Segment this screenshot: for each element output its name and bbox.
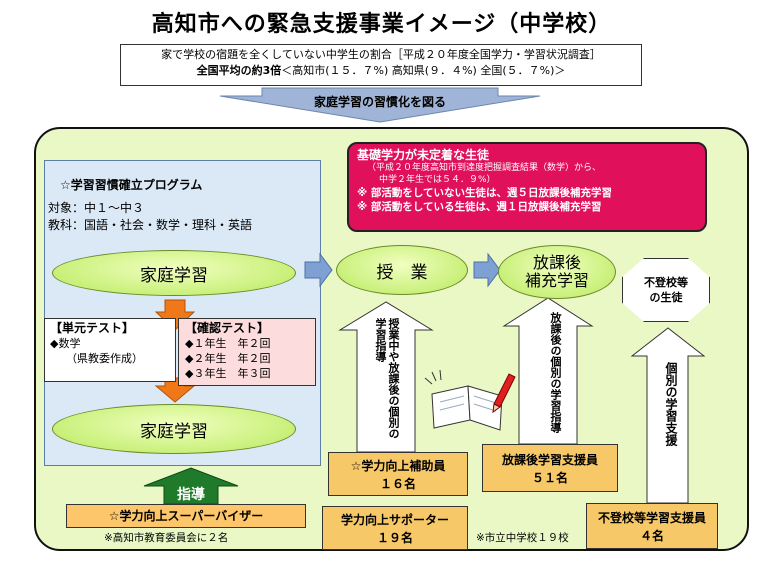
unit-test-item: ◆数学	[50, 337, 81, 350]
right-arrow-2	[473, 252, 501, 288]
program-target: 対象：中１～中３ 教科：国語・社会・数学・理科・英語	[44, 200, 252, 234]
confirm-test-item: ◆１年生 年２回	[185, 337, 271, 350]
supporter-staff-count: １９名	[376, 531, 413, 545]
notebook-icon	[431, 385, 503, 431]
after-school-staff-count: ５１名	[531, 471, 568, 485]
nonattending-line-2: の生徒	[649, 291, 683, 304]
white-up-arrow-2	[502, 297, 594, 445]
white-up-arrow-1	[338, 301, 434, 453]
arrow-label: 家庭学習の習慣化を図る	[313, 95, 446, 109]
unit-test-note: （県教委作成）	[66, 352, 143, 365]
vertical-text-after-guidance: 放課後の個別の学習指導	[549, 312, 562, 433]
home-study-ellipse-top: 家庭学習	[52, 250, 296, 296]
program-title: ☆学習習慣確立プログラム	[60, 178, 203, 192]
program-target-line: 対象：中１～中３	[48, 201, 145, 215]
target-students-title: 基礎学力が未定着な生徒	[357, 148, 490, 162]
survey-highlight: 全国平均の約3倍	[196, 64, 282, 77]
page-title: 高知市への緊急支援事業イメージ（中学校）	[151, 12, 612, 37]
after-school-ellipse: 放課後 補充学習	[498, 245, 616, 299]
guidance-label: 指導	[177, 487, 205, 503]
nonattending-students-box: 不登校等 の生徒	[622, 258, 710, 322]
target-students-sub-2: 中学２年生では５４．９%）	[379, 175, 496, 185]
target-students-point-2: ※ 部活動をしている生徒は、週１日放課後補充学習	[357, 201, 602, 213]
survey-stats: ＜高知市(１５．７%) 高知県(９．４%) 全国(５．７%)＞	[281, 64, 566, 77]
nonattending-staff-box: 不登校等学習支援員 ４名	[586, 503, 718, 549]
after-school-staff-box: 放課後学習支援員 ５１名	[482, 444, 618, 492]
after-school-line-1: 放課後	[532, 253, 581, 272]
supervisor-note: ※高知市教育委員会に２名	[104, 532, 229, 544]
target-students-sub-1: （平成２０年度高知市到達度把握調査結果（数学）から、	[367, 163, 602, 173]
target-students-box: 基礎学力が未定着な生徒 （平成２０年度高知市到達度把握調査結果（数学）から、 中…	[347, 142, 707, 232]
confirm-test-heading: 【確認テスト】	[185, 321, 270, 335]
survey-box: 家で学校の宿題を全くしていない中学生の割合［平成２０年度全国学力・学習状況調査］…	[120, 44, 642, 86]
after-school-line-2: 補充学習	[524, 271, 589, 290]
assistant-staff-box: ☆学力向上補助員 １６名	[328, 452, 468, 496]
unit-test-heading: 【単元テスト】	[50, 321, 135, 335]
white-up-arrow-3	[630, 327, 706, 504]
vertical-text-class-guidance: 授業中や放課後の個別の学習指導	[374, 318, 400, 439]
assistant-staff-count: １６名	[379, 477, 416, 491]
confirm-test-box: 【確認テスト】 ◆１年生 年２回 ◆２年生 年２回 ◆３年生 年３回	[178, 318, 316, 386]
target-students-point-1: ※ 部活動をしていない生徒は、週５日放課後補充学習	[357, 187, 613, 199]
supporter-staff-box: 学力向上サポーター １９名	[322, 506, 468, 550]
supporter-staff-title: 学力向上サポーター	[340, 513, 449, 527]
pencil-icon	[492, 373, 516, 414]
down-arrow-top	[219, 87, 541, 123]
confirm-test-item: ◆３年生 年３回	[185, 367, 271, 380]
survey-line-1: 家で学校の宿題を全くしていない中学生の割合［平成２０年度全国学力・学習状況調査］	[161, 48, 601, 61]
supervisor-box: ☆学力向上スーパーバイザー	[66, 504, 306, 528]
survey-line-2: 全国平均の約3倍＜高知市(１５．７%) 高知県(９．４%) 全国(５．７%)＞	[129, 63, 633, 79]
assistant-staff-title: ☆学力向上補助員	[350, 459, 446, 473]
confirm-test-item: ◆２年生 年２回	[185, 352, 271, 365]
right-arrow-1	[304, 252, 333, 288]
school-count-note: ※市立中学校１９校	[476, 532, 569, 544]
nonattending-staff-count: ４名	[639, 529, 664, 543]
program-subjects-line: 教科：国語・社会・数学・理科・英語	[48, 218, 253, 232]
class-ellipse: 授 業	[336, 245, 468, 295]
nonattending-line-1: 不登校等	[644, 276, 688, 289]
unit-test-box: 【単元テスト】 ◆数学 （県教委作成）	[44, 318, 176, 382]
sparkle-icon	[424, 369, 442, 385]
vertical-text-individual-support: 個別の学習支援	[664, 362, 678, 446]
home-study-ellipse-bottom: 家庭学習	[52, 404, 296, 454]
after-school-staff-title: 放課後学習支援員	[501, 453, 598, 467]
green-up-arrow	[143, 467, 239, 505]
nonattending-staff-title: 不登校等学習支援員	[597, 511, 706, 525]
